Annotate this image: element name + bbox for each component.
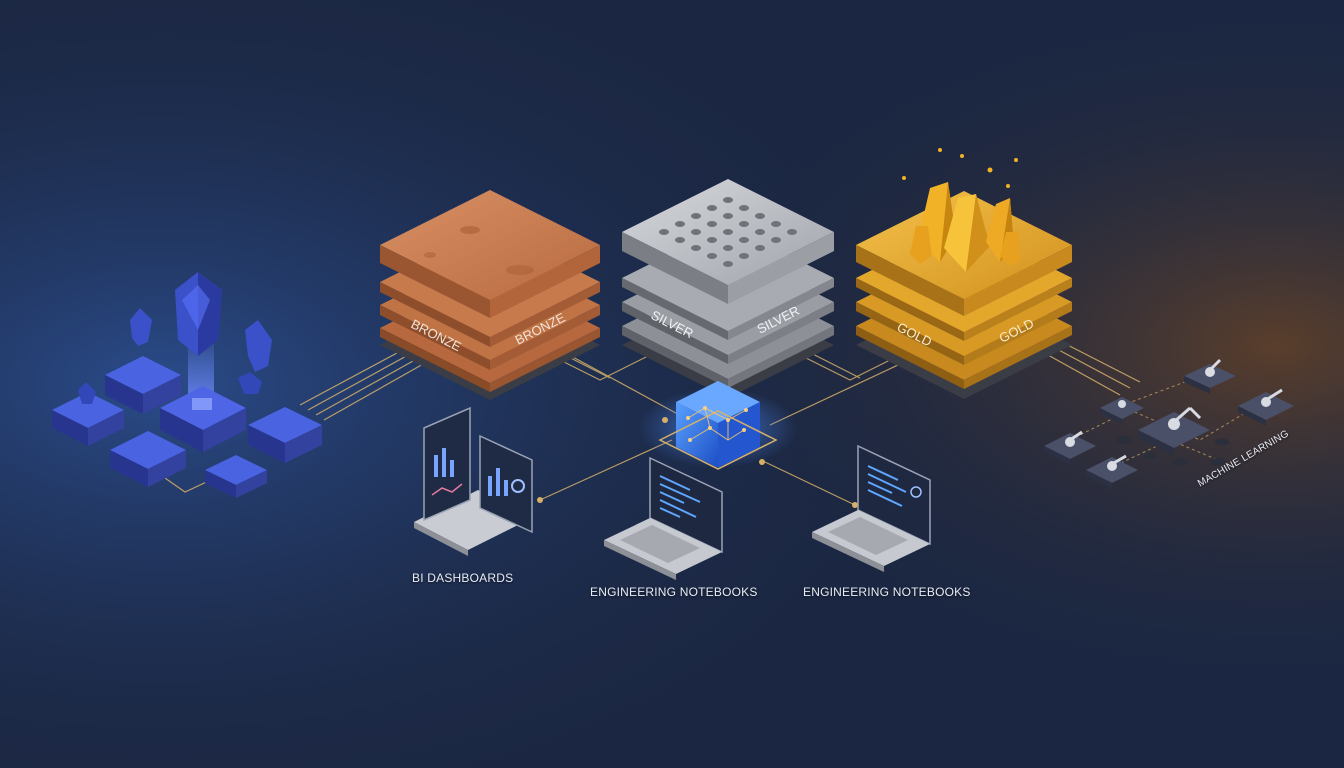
engineering-notebooks-label-1: ENGINEERING NOTEBOOKS — [590, 585, 758, 599]
robot-arm-station — [1238, 388, 1294, 426]
robot-arm-station — [1138, 406, 1210, 456]
gem-icon — [238, 372, 262, 394]
robot-arm-station — [1086, 454, 1138, 489]
robot-arm-station — [1100, 397, 1144, 424]
bar-chart-icon — [434, 448, 508, 496]
robot-arm-station — [1184, 358, 1236, 394]
engineering-notebooks-label-2: ENGINEERING NOTEBOOKS — [803, 585, 971, 599]
source-block — [52, 392, 124, 446]
data-sources-cluster — [52, 272, 322, 498]
sparkles — [902, 148, 1018, 188]
source-block — [105, 356, 181, 414]
gem-icon — [78, 382, 96, 404]
silver-layer-stack: SILVER SILVER — [622, 179, 834, 398]
gold-layer-stack: GOLD GOLD — [856, 148, 1072, 399]
robot-arm-station — [1044, 430, 1096, 465]
perforation-grid — [659, 197, 797, 267]
notebook-laptop-2 — [812, 444, 931, 572]
machine-learning-cluster — [1044, 358, 1294, 489]
bi-dashboards-label: BI DASHBOARDS — [412, 571, 514, 585]
gold-crystal-icon — [910, 182, 1020, 272]
source-block — [110, 431, 186, 487]
gem-icon — [175, 272, 222, 356]
central-hub-cube — [537, 381, 858, 508]
source-block-center — [160, 386, 246, 452]
bi-dashboard-device — [414, 406, 533, 556]
source-block — [205, 455, 267, 498]
gem-icon — [130, 308, 152, 346]
bronze-layer-stack: BRONZE BRONZE — [380, 190, 600, 400]
gem-icon — [245, 320, 272, 372]
notebook-laptop-1 — [604, 456, 723, 580]
source-block — [248, 407, 322, 463]
